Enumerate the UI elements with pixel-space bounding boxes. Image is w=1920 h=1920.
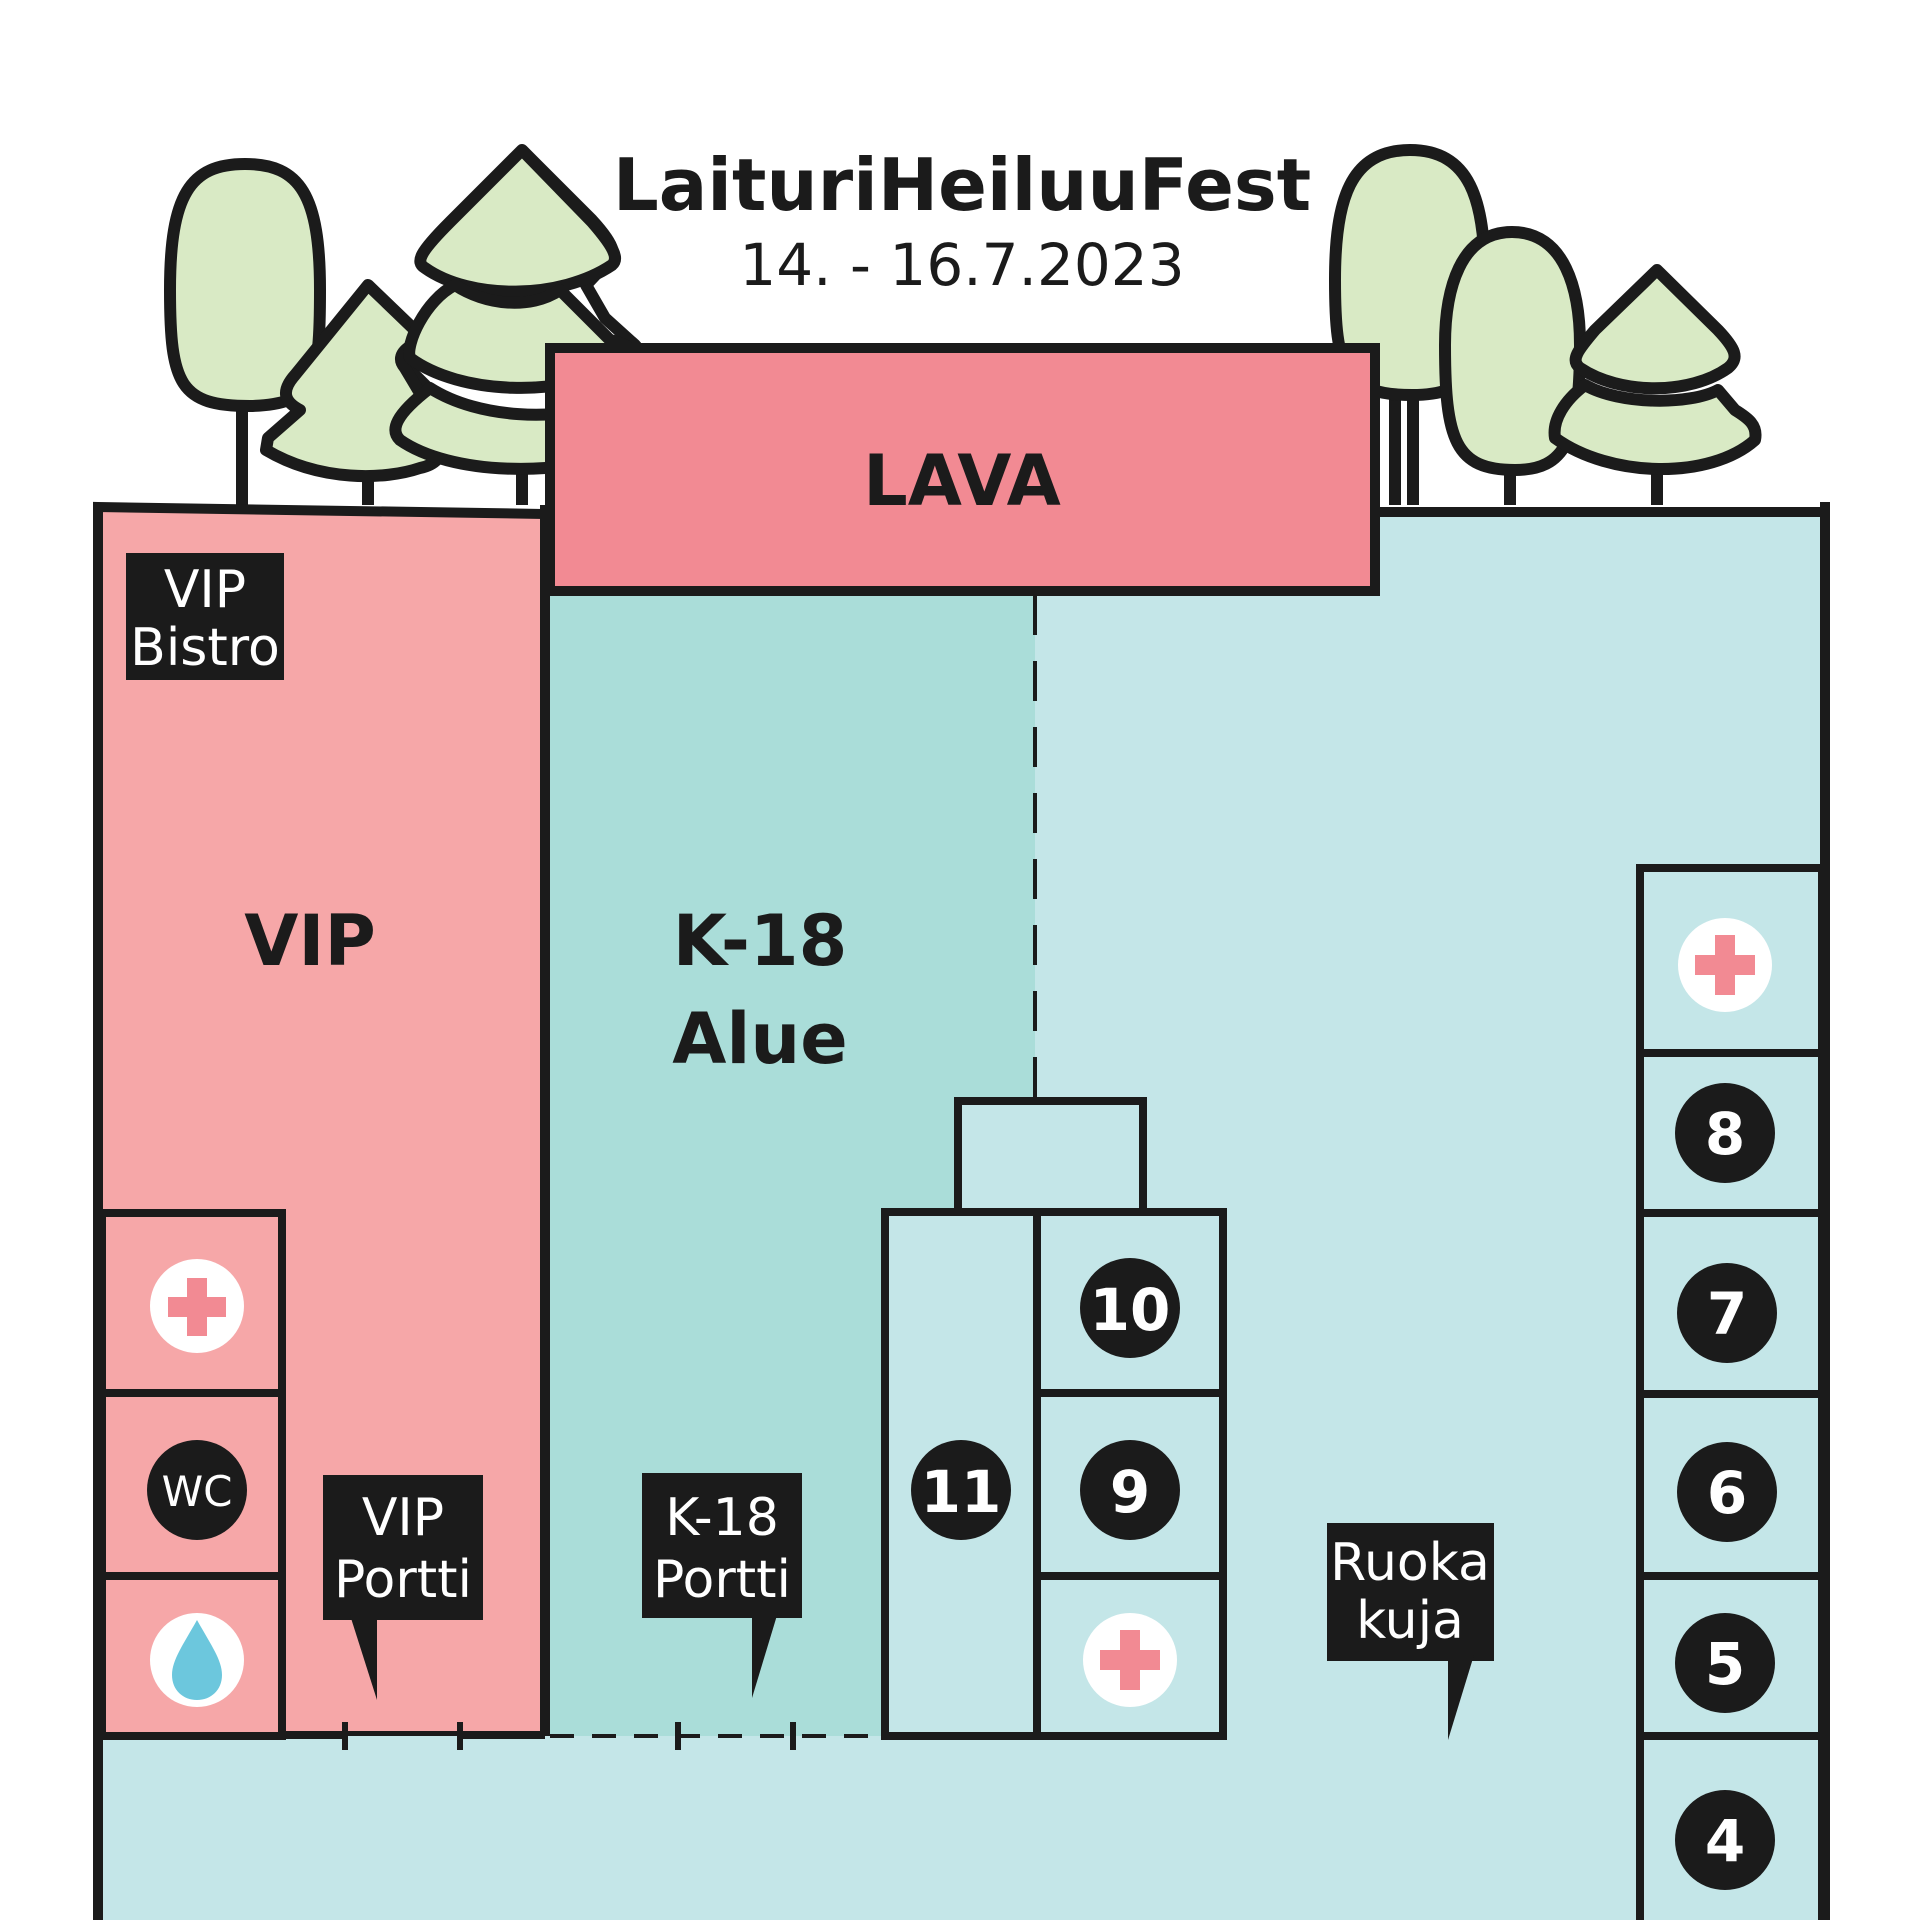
vip-bistro-sign-line2: Bistro	[130, 618, 280, 678]
stall-9-number: 9	[1110, 1458, 1150, 1526]
right-stalls	[1636, 864, 1826, 1920]
trees-right	[1329, 144, 1762, 505]
center-stalls	[881, 1097, 1227, 1740]
stall-5: 5	[1675, 1613, 1775, 1713]
stall-10: 10	[1080, 1258, 1180, 1358]
vip-gate-markers	[282, 1722, 545, 1750]
round-tree-icon	[1439, 226, 1586, 476]
k18-gate-sign: K-18 Portti	[642, 1473, 802, 1698]
stall-10-number: 10	[1090, 1276, 1171, 1344]
first-aid-icon	[1678, 918, 1772, 1012]
first-aid-icon	[150, 1259, 244, 1353]
water-drop-icon	[150, 1613, 244, 1707]
festival-dates: 14. - 16.7.2023	[739, 231, 1184, 299]
stall-7: 7	[1677, 1263, 1777, 1363]
stage-area	[545, 343, 1380, 596]
stall-11-number: 11	[921, 1458, 1002, 1526]
vip-gate-sign-line2: Portti	[334, 1550, 472, 1610]
first-aid-icon	[1083, 1613, 1177, 1707]
stall-8: 8	[1675, 1083, 1775, 1183]
stall-6-number: 6	[1707, 1459, 1747, 1527]
food-alley-sign-line2: kuja	[1356, 1591, 1464, 1651]
stall-8-number: 8	[1705, 1100, 1745, 1168]
k18-area-label-line2: Alue	[672, 998, 847, 1080]
k18-area-label-line1: K-18	[673, 900, 848, 982]
stall-4: 4	[1675, 1790, 1775, 1890]
round-tree-icon	[164, 158, 326, 412]
k18-gate-markers	[675, 1722, 796, 1750]
food-alley-sign: Ruoka kuja	[1327, 1523, 1494, 1740]
vip-area-label: VIP	[244, 900, 376, 982]
vip-bistro-sign-line1: VIP	[164, 560, 246, 620]
pine-tree-icon	[1569, 264, 1741, 395]
stall-9: 9	[1080, 1440, 1180, 1540]
stage-label: LAVA	[863, 440, 1061, 522]
wc-icon: WC	[147, 1440, 247, 1540]
stall-11: 11	[911, 1440, 1011, 1540]
k18-gate-sign-line2: Portti	[653, 1550, 791, 1610]
k18-gate-sign-line1: K-18	[665, 1488, 779, 1548]
vip-gate-sign-line1: VIP	[362, 1488, 444, 1548]
stall-4-number: 4	[1705, 1807, 1745, 1875]
stall-5-number: 5	[1705, 1630, 1745, 1698]
vip-bistro-sign: VIP Bistro	[126, 553, 284, 680]
food-alley-sign-line1: Ruoka	[1330, 1533, 1490, 1593]
vip-gate-sign: VIP Portti	[323, 1475, 483, 1700]
wc-label: WC	[162, 1467, 233, 1516]
stall-6: 6	[1677, 1442, 1777, 1542]
festival-title: LaituriHeiluuFest	[613, 143, 1311, 227]
stall-7-number: 7	[1707, 1280, 1747, 1348]
